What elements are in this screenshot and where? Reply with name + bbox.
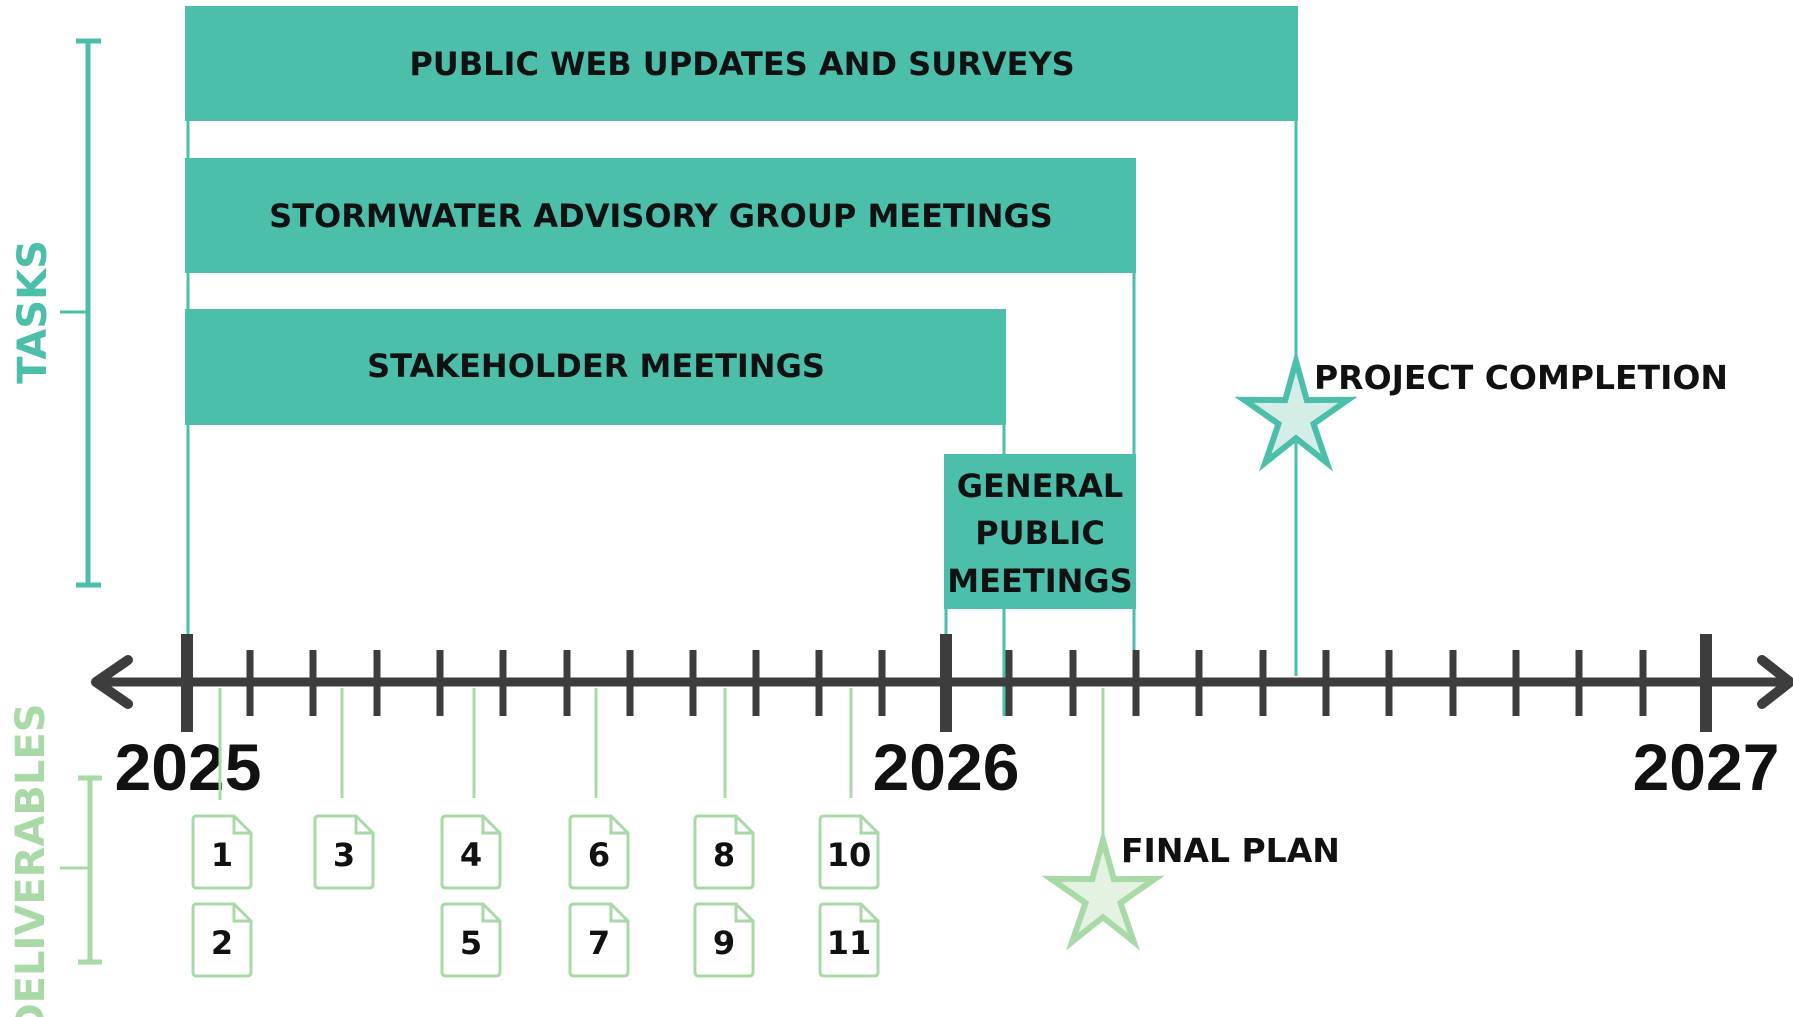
task-bar-general-public [944,454,1136,609]
deliverable-number: 1 [211,836,233,874]
deliverable-document-icon: 10 [818,814,880,890]
axis-right-arrow-icon [1757,655,1793,709]
deliverable-document-icon: 11 [818,902,880,978]
task-bars: PUBLIC WEB UPDATES AND SURVEYS STORMWATE… [185,6,1298,716]
deliverable-document-icon: 8 [693,814,755,890]
deliverables-label: DELIVERABLES [8,703,54,1017]
task-bar-stakeholder [185,309,1006,425]
task-label-general-public-1: GENERAL [957,467,1124,505]
deliverable-number: 8 [713,836,735,874]
task-bar-web-updates [185,6,1298,121]
deliverable-document-icon: 1 [191,814,253,890]
deliverable-number: 7 [588,924,610,962]
year-label-2026: 2026 [873,730,1020,804]
deliverables-bracket [60,775,102,965]
timeline-axis [91,634,1793,732]
year-label-2025: 2025 [115,730,262,804]
deliverable-number: 5 [460,924,482,962]
project-completion-label: PROJECT COMPLETION [1314,358,1728,397]
task-label-stakeholder: STAKEHOLDER MEETINGS [367,347,825,385]
task-label-general-public-2: PUBLIC [975,514,1105,552]
deliverable-documents: 1 2 3 4 5 6 7 8 9 10 11 [191,814,880,978]
axis-left-arrow-icon [91,655,133,709]
deliverable-number: 10 [827,836,872,874]
deliverable-number: 11 [827,924,872,962]
deliverable-document-icon: 2 [191,902,253,978]
deliverable-number: 2 [211,924,233,962]
deliverable-document-icon: 7 [568,902,630,978]
year-label-2027: 2027 [1633,730,1780,804]
task-label-advisory-group: STORMWATER ADVISORY GROUP MEETINGS [269,197,1053,235]
deliverable-number: 9 [713,924,735,962]
project-completion-star-icon [1234,349,1358,472]
task-label-web-updates: PUBLIC WEB UPDATES AND SURVEYS [409,45,1074,83]
deliverable-number: 6 [588,836,610,874]
final-plan-star-icon [1041,828,1165,951]
deliverable-document-icon: 5 [440,902,502,978]
deliverable-document-icon: 4 [440,814,502,890]
deliverable-number: 4 [460,836,482,874]
task-bar-advisory-group [185,158,1136,273]
deliverable-document-icon: 9 [693,902,755,978]
deliverable-document-icon: 6 [568,814,630,890]
task-label-general-public-3: MEETINGS [947,562,1132,600]
tasks-label: TASKS [10,240,56,384]
deliverable-connectors [218,688,1105,850]
deliverable-number: 3 [333,836,355,874]
tasks-bracket [60,38,101,588]
deliverable-document-icon: 3 [313,814,375,890]
final-plan-label: FINAL PLAN [1121,831,1340,870]
